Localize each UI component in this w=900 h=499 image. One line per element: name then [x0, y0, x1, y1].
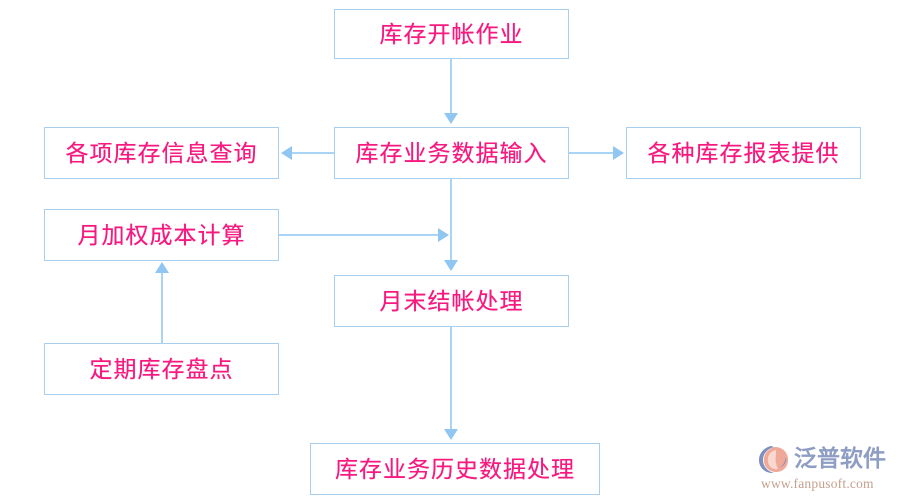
- edge-input-to-closing-line: [450, 179, 452, 262]
- node-label: 月加权成本计算: [77, 222, 246, 248]
- node-label: 各项库存信息查询: [65, 140, 258, 166]
- node-label: 月末结帐处理: [379, 288, 524, 314]
- edge-opening-to-input-arrowhead: [444, 113, 458, 124]
- node-label: 库存业务数据输入: [355, 140, 548, 166]
- node-label: 各种库存报表提供: [647, 140, 840, 166]
- edge-input-to-query-arrowhead: [281, 146, 292, 160]
- edge-stocktaking-to-cost-arrowhead: [155, 262, 169, 273]
- edge-input-to-reports-line: [569, 152, 613, 154]
- node-label: 定期库存盘点: [89, 356, 234, 382]
- edge-closing-to-history-line: [450, 327, 452, 431]
- edge-stocktaking-to-cost-line: [161, 272, 163, 343]
- node-monthly-weighted-cost[interactable]: 月加权成本计算: [44, 209, 279, 261]
- edge-input-to-reports-arrowhead: [613, 146, 624, 160]
- node-month-end-closing[interactable]: 月末结帐处理: [334, 275, 569, 327]
- edge-input-to-query-line: [292, 152, 334, 154]
- edge-closing-to-history-arrowhead: [444, 429, 458, 440]
- edge-cost-to-trunk-arrowhead: [438, 228, 449, 242]
- node-label: 库存业务历史数据处理: [335, 456, 575, 482]
- node-history-data-process[interactable]: 库存业务历史数据处理: [310, 443, 600, 495]
- watermark-brand-text: 泛普软件: [794, 445, 886, 471]
- edge-opening-to-input-line: [450, 59, 452, 116]
- watermark-brand-row: 泛普软件: [758, 443, 886, 475]
- node-inventory-reports[interactable]: 各种库存报表提供: [626, 127, 861, 179]
- node-inventory-data-input[interactable]: 库存业务数据输入: [334, 127, 569, 179]
- node-inventory-query[interactable]: 各项库存信息查询: [44, 127, 279, 179]
- watermark-url-text: www.fanpusoft.com: [761, 475, 874, 491]
- fanpu-swoosh-logo-icon: [759, 445, 788, 473]
- edge-input-to-closing-arrowhead: [444, 260, 458, 271]
- watermark: 泛普软件 www.fanpusoft.com: [758, 438, 896, 496]
- node-periodic-stocktaking[interactable]: 定期库存盘点: [44, 343, 279, 395]
- node-inventory-opening[interactable]: 库存开帐作业: [334, 9, 569, 59]
- node-label: 库存开帐作业: [379, 21, 524, 47]
- edge-cost-to-trunk-line: [279, 234, 439, 236]
